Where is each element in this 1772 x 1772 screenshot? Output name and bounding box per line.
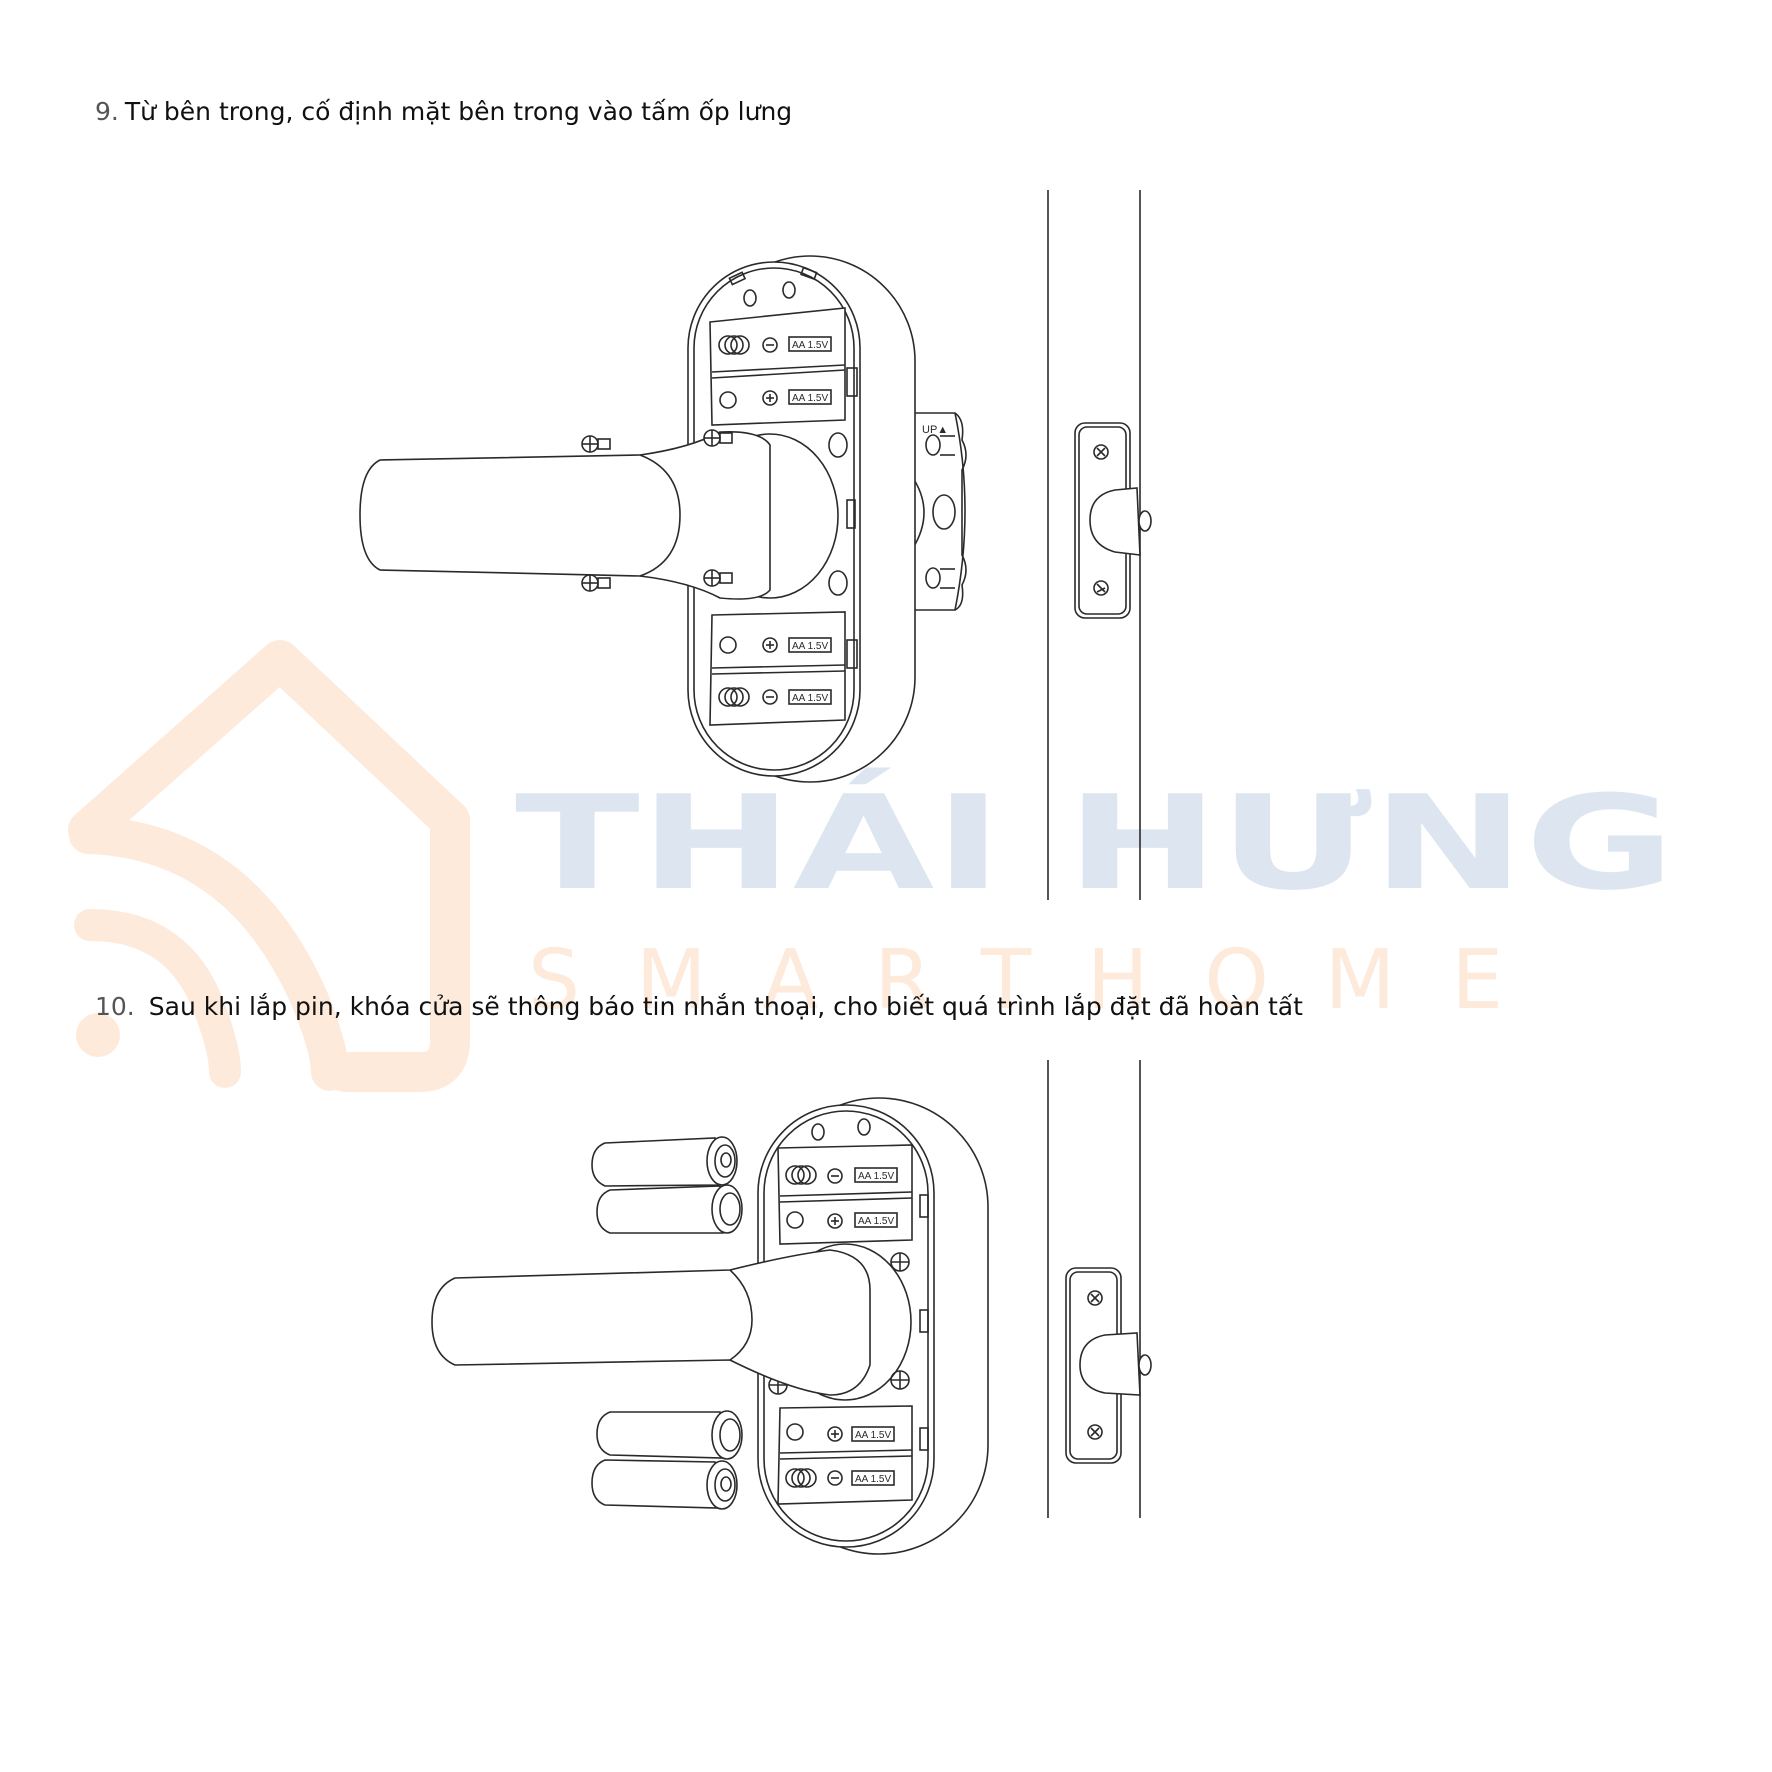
battery-compartment-bottom: AA 1.5V AA 1.5V — [777, 1405, 913, 1505]
svg-text:AA 1.5V: AA 1.5V — [792, 340, 828, 351]
step-number: 10. — [95, 992, 135, 1021]
screw-icon — [703, 569, 733, 587]
svg-text:AA 1.5V: AA 1.5V — [792, 693, 828, 704]
step-10-figure: AA 1.5V AA 1.5V AA 1.5V AA 1.5V — [431, 1060, 1152, 1555]
strike-plate — [1065, 1267, 1152, 1464]
step-10-heading: 10. Sau khi lắp pin, khóa cửa sẽ thông bá… — [95, 994, 1303, 1019]
screw-icon — [581, 435, 611, 453]
aa-battery-icon — [596, 1184, 743, 1234]
aa-battery-icon — [591, 1136, 738, 1187]
svg-text:AA 1.5V: AA 1.5V — [792, 393, 828, 404]
step-number: 9. — [95, 97, 119, 126]
svg-text:AA 1.5V: AA 1.5V — [792, 641, 828, 652]
step-9-heading: 9.Từ bên trong, cố định mặt bên trong và… — [95, 99, 792, 124]
svg-text:AA 1.5V: AA 1.5V — [858, 1216, 894, 1227]
battery-compartment-bottom: AA 1.5V AA 1.5V — [709, 611, 858, 726]
battery-compartment-top: AA 1.5V AA 1.5V — [709, 307, 858, 426]
step-9-figure: UP▲ AA 1.5V AA 1.5V — [359, 190, 1152, 900]
aa-battery-icon — [596, 1410, 743, 1460]
svg-text:UP▲: UP▲ — [922, 424, 948, 436]
battery-compartment-top: AA 1.5V AA 1.5V — [777, 1144, 913, 1245]
door-handle — [431, 1249, 871, 1396]
step-text: Từ bên trong, cố định mặt bên trong vào … — [124, 97, 793, 126]
step-text: Sau khi lắp pin, khóa cửa sẽ thông báo t… — [148, 992, 1303, 1021]
screw-icon — [581, 574, 611, 592]
aa-battery-icon — [591, 1459, 738, 1510]
svg-text:AA 1.5V: AA 1.5V — [855, 1474, 891, 1485]
strike-plate — [1074, 422, 1152, 619]
svg-text:AA 1.5V: AA 1.5V — [855, 1430, 891, 1441]
mounting-bracket: UP▲ — [912, 412, 967, 611]
svg-text:AA 1.5V: AA 1.5V — [858, 1171, 894, 1182]
screw-icon — [703, 429, 733, 447]
